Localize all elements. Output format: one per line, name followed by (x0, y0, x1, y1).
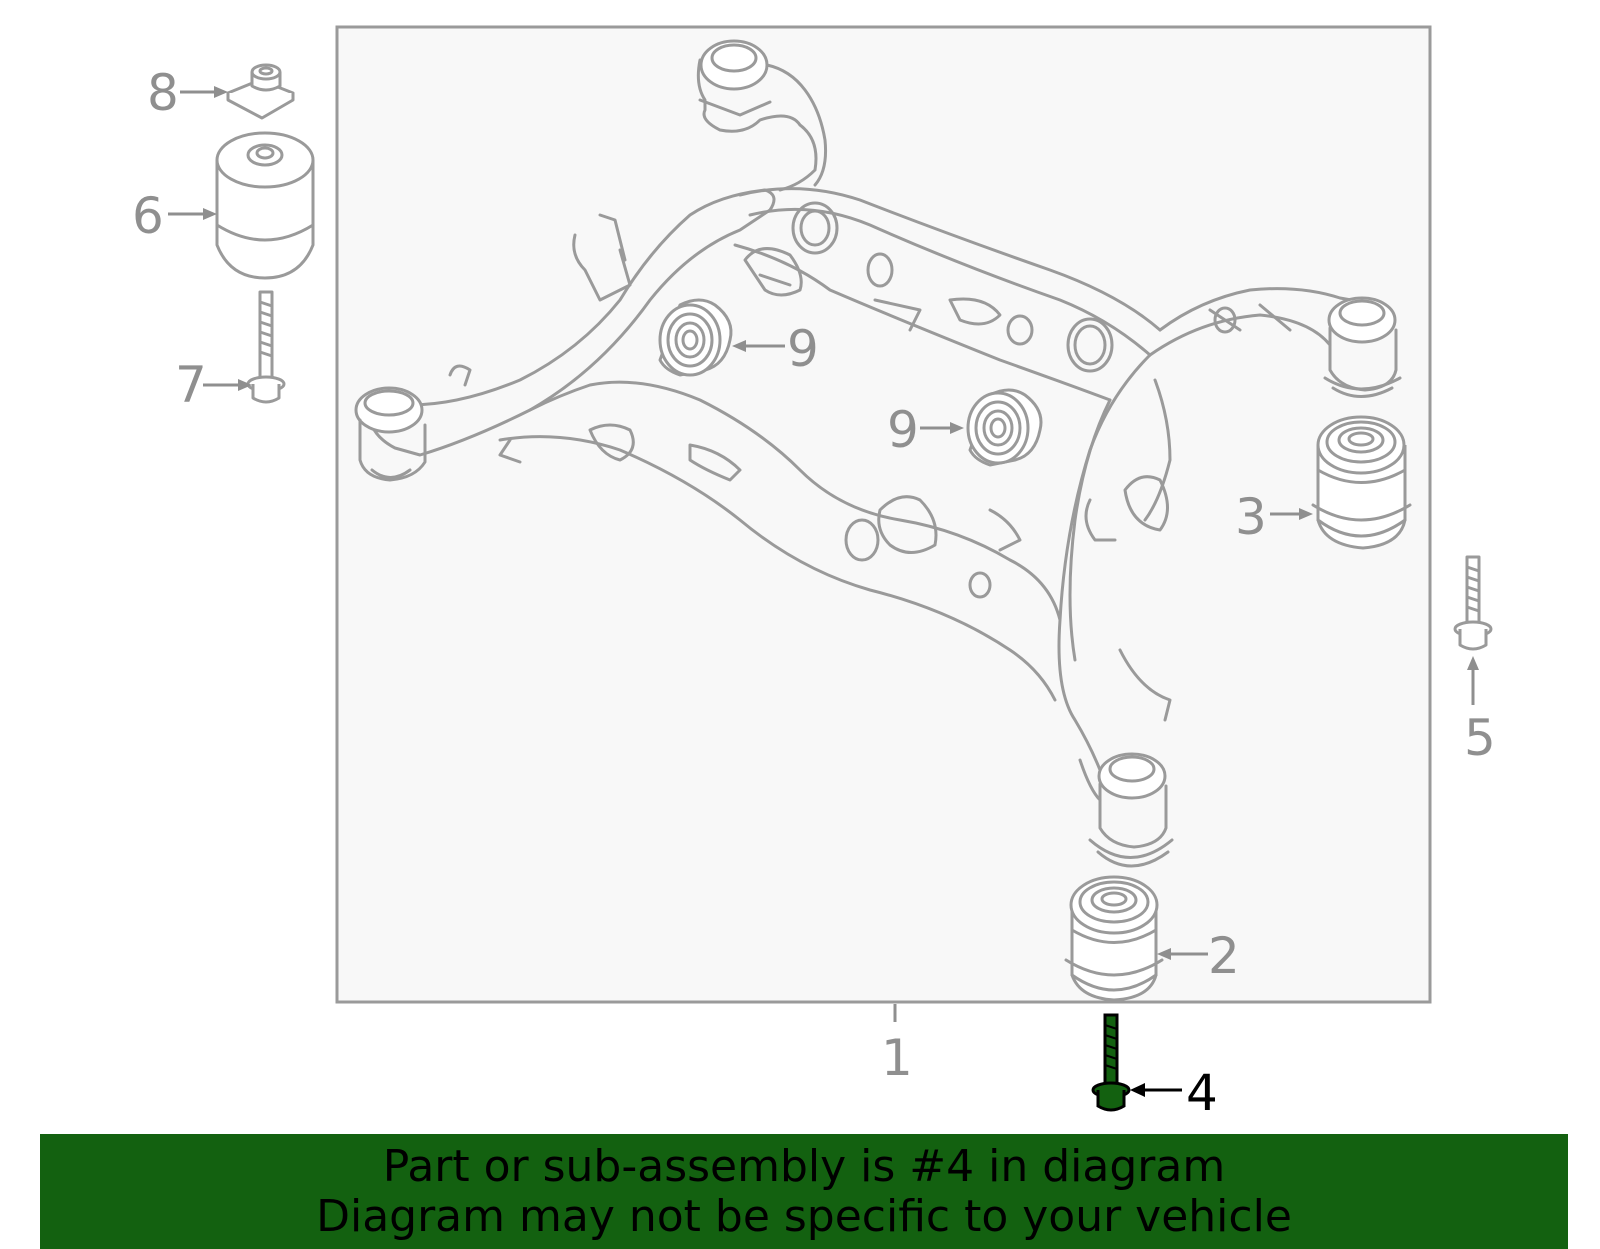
rear-subframe-icon (354, 39, 1402, 868)
callout-5: 5 (1464, 709, 1496, 767)
bushing-icon (1064, 875, 1164, 1002)
nut-icon (226, 63, 295, 120)
bolt-icon (246, 290, 286, 404)
assembly-box (335, 25, 1432, 1004)
callout-6: 6 (132, 187, 164, 245)
info-banner: Part or sub-assembly is #4 in diagram Di… (40, 1134, 1568, 1249)
mount-icon (215, 131, 315, 280)
bushing-icon (658, 298, 733, 377)
callout-4: 4 (1186, 1064, 1218, 1122)
callout-9-middle: 9 (887, 401, 919, 459)
callout-2: 2 (1208, 927, 1240, 985)
bolt-icon (1091, 1013, 1131, 1112)
banner-line-disclaimer: Diagram may not be specific to your vehi… (316, 1190, 1292, 1242)
bolt-icon (1453, 555, 1493, 651)
callout-1: 1 (881, 1029, 913, 1087)
callout-8: 8 (147, 64, 179, 122)
bushing-icon (1311, 415, 1412, 550)
callout-7: 7 (175, 356, 207, 414)
banner-line-part: Part or sub-assembly is #4 in diagram (382, 1140, 1226, 1192)
callout-9-upper: 9 (787, 320, 819, 378)
bushing-icon (966, 388, 1043, 467)
callout-3: 3 (1235, 488, 1267, 546)
